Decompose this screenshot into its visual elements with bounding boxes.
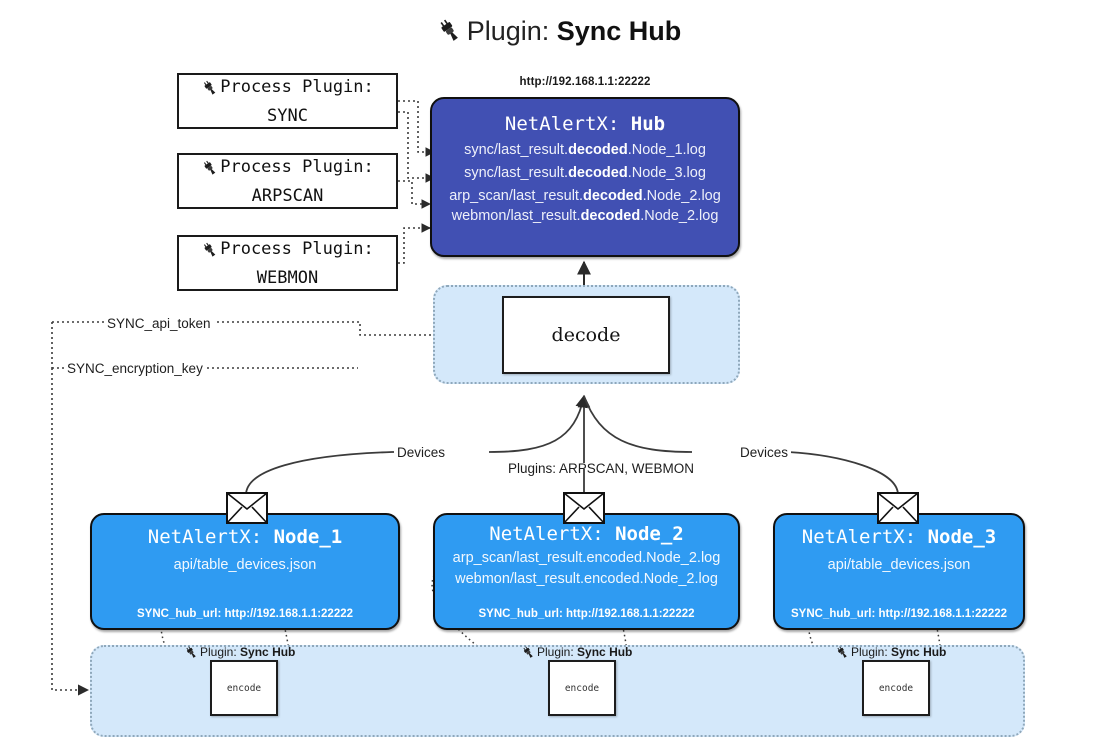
node-footer: SYNC_hub_url: http://192.168.1.1:22222 bbox=[478, 608, 695, 620]
title-name: Sync Hub bbox=[556, 16, 682, 46]
encoder-caption-name: Sync Hub bbox=[240, 645, 296, 659]
process-plugin-name: ARPSCAN bbox=[251, 186, 324, 206]
edge-label-sync-encryption-key: SYNC_encryption_key bbox=[64, 361, 206, 376]
plug-icon bbox=[184, 645, 198, 662]
node-line: api/table_devices.json bbox=[827, 557, 971, 573]
node-footer: SYNC_hub_url: http://192.168.1.1:22222 bbox=[790, 608, 1008, 620]
edge-label-devices-right: Devices bbox=[737, 445, 792, 460]
process-plugin-name: WEBMON bbox=[256, 268, 319, 288]
plug-icon bbox=[201, 79, 218, 104]
encode-box-node-2[interactable]: encode bbox=[548, 660, 616, 716]
log-pre: sync/last_result. bbox=[464, 142, 569, 158]
log-pre: arp_scan/last_result. bbox=[449, 188, 583, 204]
log-post: .Node_2.log bbox=[642, 188, 721, 204]
process-plugin-label: Process Plugin: bbox=[220, 239, 374, 260]
node-line: webmon/last_result.encoded.Node_2.log bbox=[455, 571, 718, 587]
node-box-node-1[interactable]: NetAlertX: Node_1 api/table_devices.json… bbox=[90, 513, 400, 630]
hub-title-name: Hub bbox=[630, 113, 666, 135]
node-title-lead: NetAlertX: bbox=[489, 523, 604, 545]
node-title: NetAlertX: Node_1 bbox=[92, 526, 398, 548]
log-pre: sync/last_result. bbox=[464, 165, 569, 181]
log-pre: webmon/last_result. bbox=[451, 208, 581, 224]
encode-box-node-3[interactable]: encode bbox=[862, 660, 930, 716]
node-title: NetAlertX: Node_3 bbox=[775, 526, 1023, 548]
process-plugin-label: Process Plugin: bbox=[220, 157, 374, 178]
envelope-icon bbox=[877, 492, 919, 529]
decode-box[interactable]: decode bbox=[502, 296, 670, 374]
node-title-name: Node_1 bbox=[273, 526, 343, 548]
encoder-caption-node-2: Plugin: Sync Hub bbox=[521, 645, 632, 662]
envelope-icon bbox=[563, 492, 605, 529]
node-title-lead: NetAlertX: bbox=[801, 526, 917, 548]
process-plugin-name: SYNC bbox=[267, 106, 308, 126]
plug-icon bbox=[436, 17, 462, 50]
hub-log-line: sync/last_result.decoded.Node_3.log bbox=[432, 165, 738, 181]
process-plugin-arpscan[interactable]: Process Plugin: ARPSCAN bbox=[177, 153, 398, 209]
hub-title-lead: NetAlertX: bbox=[504, 113, 620, 135]
edge-label-devices-left: Devices bbox=[394, 445, 449, 460]
hub-url-label: http://192.168.1.1:22222 bbox=[519, 76, 651, 88]
process-plugin-label: Process Plugin: bbox=[220, 77, 374, 98]
node-title: NetAlertX: Node_2 bbox=[435, 523, 738, 545]
encoder-caption-lead: Plugin: bbox=[200, 645, 237, 659]
edge-label-sync-api-token: SYNC_api_token bbox=[104, 316, 214, 331]
plug-icon bbox=[201, 159, 218, 184]
hub-log-line: arp_scan/last_result.decoded.Node_2.log bbox=[432, 188, 738, 204]
process-plugin-sync[interactable]: Process Plugin: SYNC bbox=[177, 73, 398, 129]
node-title-name: Node_2 bbox=[615, 523, 684, 545]
log-em: decoded bbox=[580, 208, 641, 224]
encoder-caption-name: Sync Hub bbox=[891, 645, 947, 659]
hub-title: NetAlertX: Hub bbox=[432, 113, 738, 135]
log-post: .Node_1.log bbox=[627, 142, 706, 158]
envelope-icon bbox=[226, 492, 268, 529]
node-title-lead: NetAlertX: bbox=[147, 526, 263, 548]
page-title: Plugin: Sync Hub bbox=[0, 16, 1117, 50]
plug-icon bbox=[521, 645, 535, 662]
log-em: decoded bbox=[568, 165, 628, 181]
node-box-node-2[interactable]: NetAlertX: Node_2 arp_scan/last_result.e… bbox=[433, 513, 740, 630]
node-footer: SYNC_hub_url: http://192.168.1.1:22222 bbox=[136, 608, 354, 620]
node-box-node-3[interactable]: NetAlertX: Node_3 api/table_devices.json… bbox=[773, 513, 1025, 630]
node-line: api/table_devices.json bbox=[173, 557, 317, 573]
node-title-name: Node_3 bbox=[927, 526, 997, 548]
encoder-caption-lead: Plugin: bbox=[851, 645, 888, 659]
hub-node[interactable]: NetAlertX: Hub sync/last_result.decoded.… bbox=[430, 97, 740, 257]
encode-box-node-1[interactable]: encode bbox=[210, 660, 278, 716]
log-em: decoded bbox=[582, 188, 643, 204]
hub-log-line: sync/last_result.decoded.Node_1.log bbox=[432, 142, 738, 158]
encoder-caption-node-1: Plugin: Sync Hub bbox=[184, 645, 295, 662]
title-lead: Plugin: bbox=[466, 16, 550, 46]
encoder-caption-node-3: Plugin: Sync Hub bbox=[835, 645, 946, 662]
hub-log-line: webmon/last_result.decoded.Node_2.log bbox=[432, 208, 738, 224]
process-plugin-webmon[interactable]: Process Plugin: WEBMON bbox=[177, 235, 398, 291]
plug-icon bbox=[835, 645, 849, 662]
edge-label-plugins-center: Plugins: ARPSCAN, WEBMON bbox=[508, 461, 695, 476]
node-line: arp_scan/last_result.encoded.Node_2.log bbox=[452, 550, 721, 566]
log-em: decoded bbox=[568, 142, 628, 158]
encoder-caption-lead: Plugin: bbox=[537, 645, 574, 659]
encoder-caption-name: Sync Hub bbox=[577, 645, 633, 659]
log-post: .Node_2.log bbox=[640, 208, 719, 224]
log-post: .Node_3.log bbox=[627, 165, 706, 181]
plug-icon bbox=[201, 241, 218, 266]
